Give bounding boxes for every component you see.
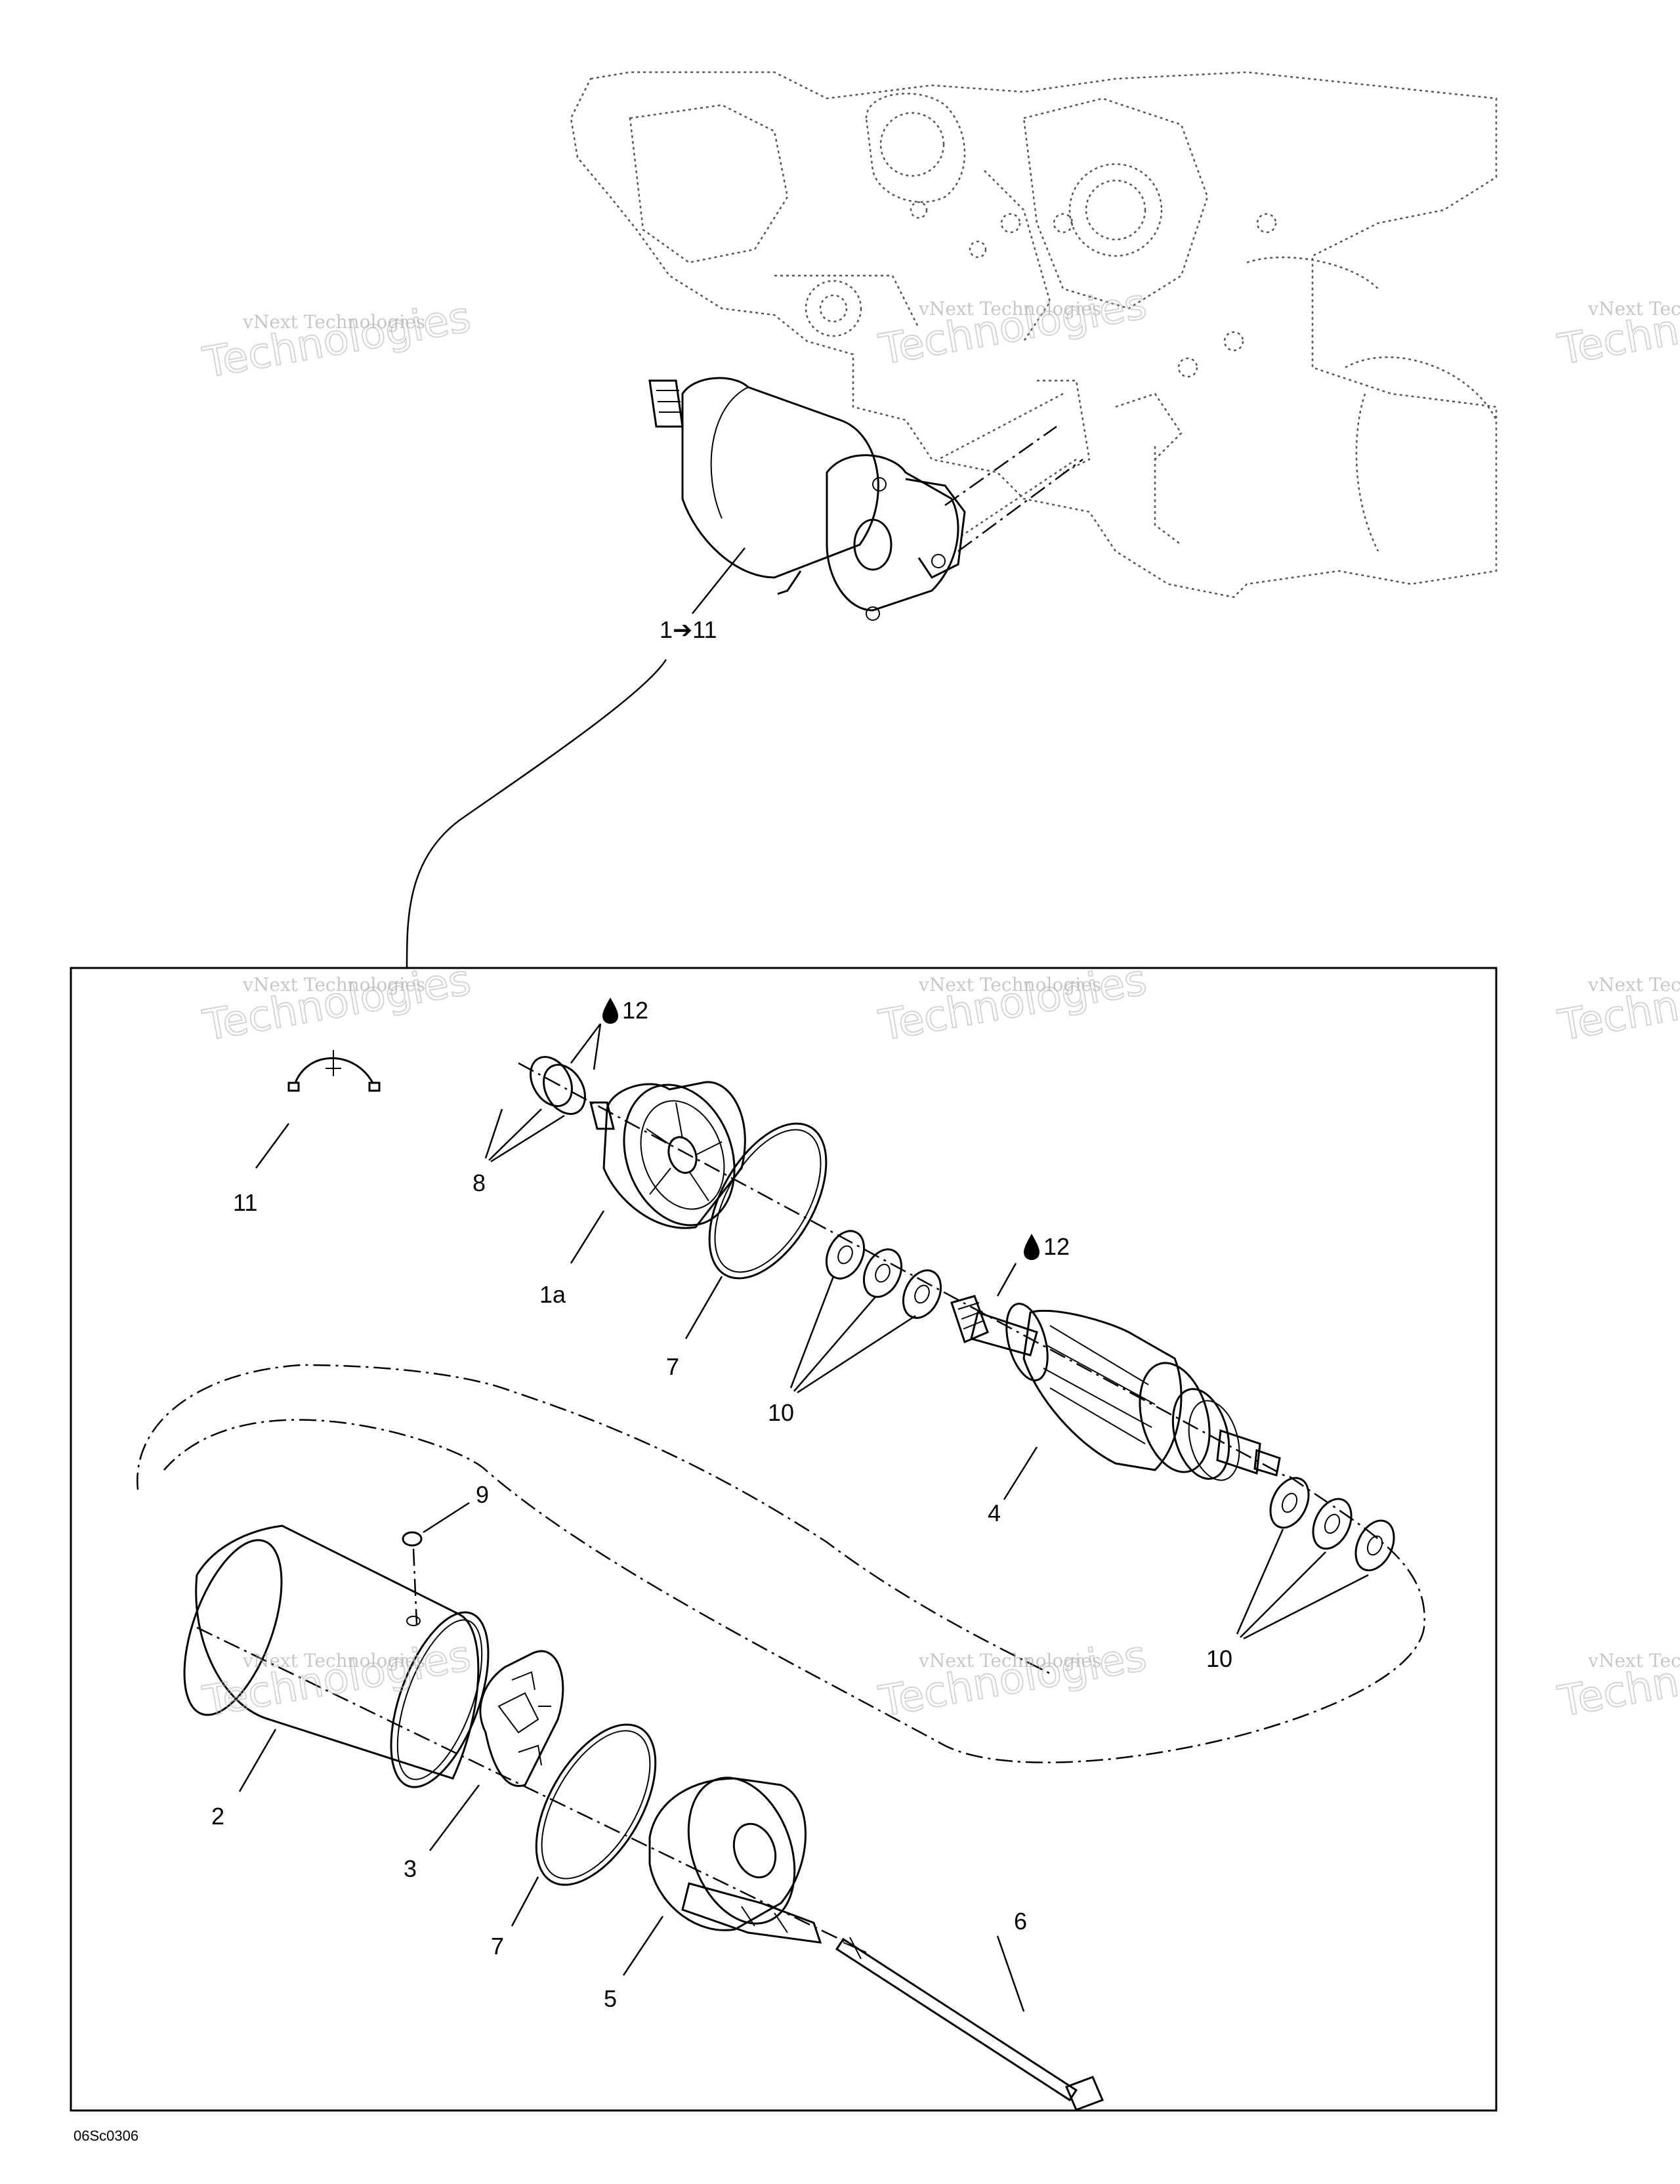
callout-10-upper: 10 [768,1399,794,1426]
oil-drop-icon [1024,1234,1040,1260]
svg-text:vNext Technologies: vNext Technologies [242,311,425,333]
callout-9: 9 [476,1481,489,1508]
watermark: vNext Technologies Technologies [1554,1631,1680,1727]
svg-text:Technologies: Technologies [1555,280,1680,374]
svg-text:Technologies: Technologies [875,1631,1150,1726]
part-7-oring-lower: 7 [491,1723,657,1960]
callout-2: 2 [211,1803,224,1830]
lube-marker-lower: 12 [996,1233,1070,1297]
part-10-washers-upper: 10 [768,1230,942,1426]
watermark: vNext Technologies Technologies [199,1631,475,1727]
callout-1a: 1a [539,1281,566,1308]
svg-text:Technologies: Technologies [200,1631,474,1726]
oil-drop-icon [602,998,618,1024]
callout-11: 11 [233,1189,257,1216]
part-10-washers-lower: 10 [1206,1477,1395,1672]
callout-10-lower: 10 [1206,1645,1232,1672]
svg-text:vNext Technologies: vNext Technologies [918,974,1101,996]
part-7-oring-upper: 7 [666,1122,828,1380]
detail-connector-curve [406,659,667,969]
watermark-group: vNext Technologies Technologies vNext Te… [199,279,1680,1727]
svg-text:vNext Technologies: vNext Technologies [1587,974,1680,996]
callout-4: 4 [988,1500,1001,1526]
part-2-frame: 2 [183,1524,490,1830]
watermark: vNext Technologies Technologies [199,955,475,1051]
figure-id: 06Sc0306 [74,2128,138,2144]
watermark: vNext Technologies Technologies [875,955,1151,1051]
svg-text:vNext Technologies: vNext Technologies [1587,1650,1680,1671]
callout-12-upper: 12 [622,997,648,1024]
engine-block-outline [570,71,1498,598]
assembly-callout: 1➔11 [660,547,746,643]
callout-6: 6 [1014,1908,1027,1935]
callout-assembly: 1➔11 [660,616,717,643]
lube-marker-upper: 12 [602,997,648,1024]
svg-text:vNext Technologies: vNext Technologies [918,1650,1101,1671]
part-11-strap: 11 [233,1050,381,1216]
callout-8: 8 [472,1169,486,1196]
watermark: vNext Technologies Technologies [875,279,1151,375]
callout-5: 5 [604,1985,617,2012]
part-4-armature: 4 [950,1295,1281,1526]
callout-12-lower: 12 [1043,1233,1070,1260]
part-8-seals: 8 [472,1023,602,1196]
callout-7-lower: 7 [491,1933,504,1960]
callout-7-upper: 7 [666,1353,679,1380]
part-6-bolt: 6 [835,1908,1104,2111]
detail-frame [70,967,1498,2112]
svg-text:vNext Technologies: vNext Technologies [918,298,1101,320]
svg-text:Technologies: Technologies [200,956,474,1050]
mounting-guide-lines [944,425,1083,553]
watermark: vNext Technologies Technologies [875,1631,1151,1727]
part-9-plug: 9 [402,1481,489,1547]
watermark: vNext Technologies Technologies [199,292,475,388]
assembly-centerlines [136,1062,1425,1944]
starter-motor-assembly [648,377,966,621]
svg-text:Technologies: Technologies [875,956,1150,1050]
svg-text:Technologies: Technologies [875,280,1150,374]
callout-3: 3 [404,1855,417,1882]
svg-text:vNext Technologies: vNext Technologies [242,1650,425,1671]
part-1a-front-cover: 1a [539,1081,746,1308]
svg-text:vNext Technologies: vNext Technologies [242,974,425,996]
watermark: vNext Technologies Technologies [1554,955,1680,1051]
part-5-rear-cover: 5 [604,1776,822,2012]
svg-text:Technologies: Technologies [200,293,474,387]
svg-text:Technologies: Technologies [1555,956,1680,1050]
watermark: vNext Technologies Technologies [1554,279,1680,375]
svg-text:vNext Technologies: vNext Technologies [1587,298,1680,320]
svg-text:Technologies: Technologies [1555,1631,1680,1726]
